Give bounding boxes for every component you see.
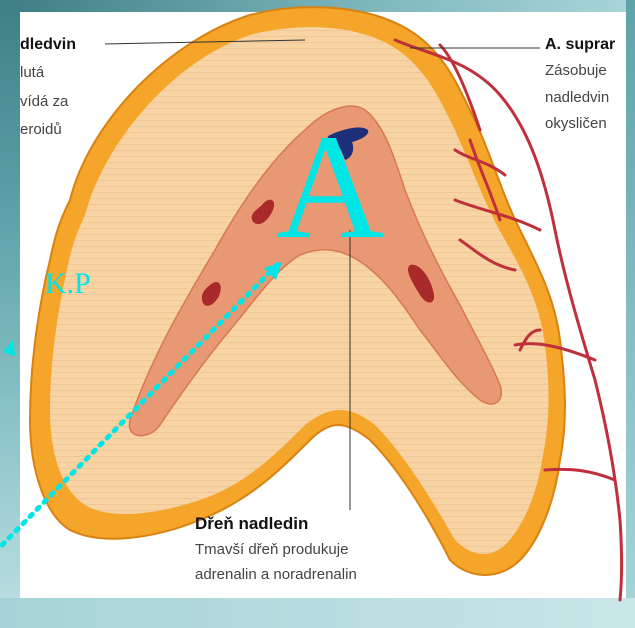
bottom-line-2: adrenalin a noradrenalin — [195, 565, 357, 584]
bottom-line-1: Tmavší dřeň produkuje — [195, 540, 348, 559]
right-line-3: okysličen — [545, 114, 607, 133]
right-title: A. suprar — [545, 35, 615, 54]
right-line-2: nadledvin — [545, 88, 609, 107]
left-arrowhead — [3, 340, 15, 356]
kp-annotation: K.P — [45, 268, 91, 300]
right-line-1: Zásobuje — [545, 61, 607, 80]
left-line-1: lutá — [20, 63, 44, 82]
left-line-2: vídá za — [20, 92, 68, 111]
bottom-title: Dřeň nadledin — [195, 514, 308, 533]
left-line-3: eroidů — [20, 120, 62, 139]
letter-a-annotation: A — [276, 112, 384, 262]
left-title: dledvin — [20, 35, 76, 54]
